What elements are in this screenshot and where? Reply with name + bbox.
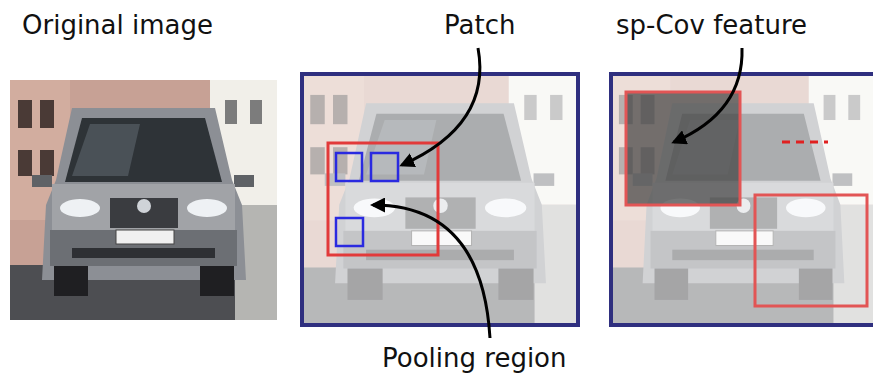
car-photo — [611, 74, 873, 325]
pooling-region-box — [755, 195, 867, 306]
panel-frame — [302, 74, 578, 325]
ellipsis-dash — [782, 141, 828, 144]
wash — [611, 74, 873, 325]
leader-arrow — [674, 48, 742, 142]
callout-label: Pooling region — [382, 343, 567, 373]
leader-arrow — [402, 48, 480, 165]
patch-box — [371, 153, 398, 181]
patch-box — [336, 218, 363, 246]
pooling-region-box — [328, 143, 438, 255]
patch-box — [336, 153, 362, 181]
panel-label: Original image — [22, 10, 213, 40]
callout-label: sp-Cov feature — [616, 10, 807, 40]
car-photo — [10, 80, 277, 320]
car-photo — [302, 74, 578, 325]
wash — [302, 74, 578, 325]
panel-frame — [611, 74, 873, 325]
leader-arrow — [373, 205, 490, 338]
callout-label: Patch — [444, 10, 515, 40]
